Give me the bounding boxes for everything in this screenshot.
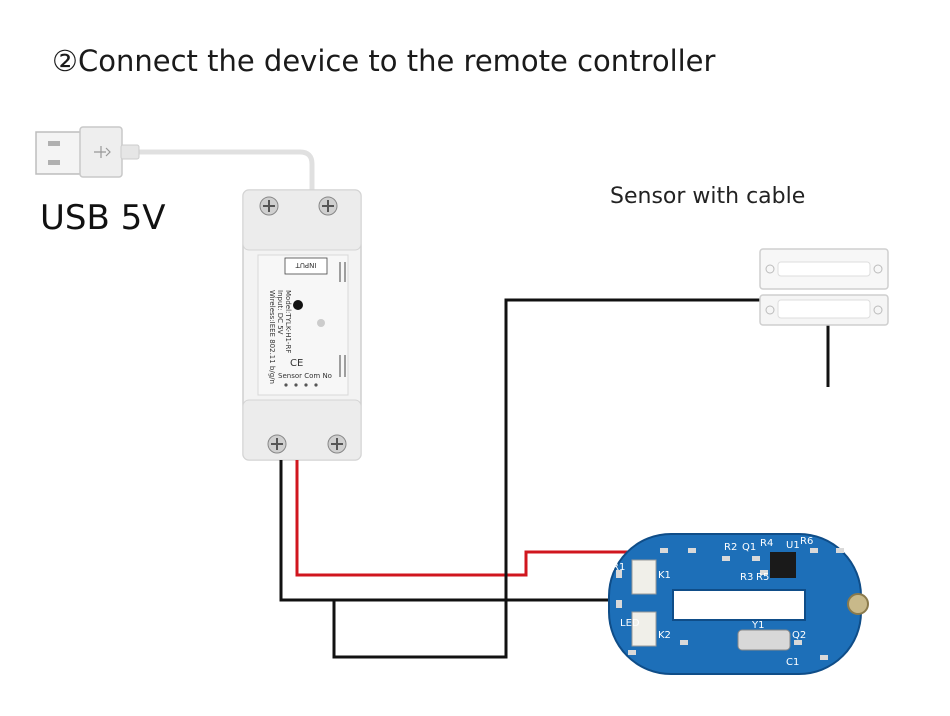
pcb-label-r1: R1 bbox=[612, 562, 625, 573]
pcb-label-r4: R4 bbox=[760, 538, 773, 549]
wifi-relay-device: INPUT Model:TYLK-H1-RF Input: DC 5V Wire… bbox=[242, 189, 362, 461]
model-line-1: Model:TYLK-H1-RF bbox=[284, 290, 292, 353]
pcb-label-k2: K2 bbox=[658, 630, 671, 641]
usb-5v-label: USB 5V bbox=[40, 198, 166, 238]
crystal-y1 bbox=[737, 629, 791, 651]
screw-icon bbox=[267, 434, 287, 454]
pcb-label-u1: U1 bbox=[786, 540, 800, 551]
pcb-label-k1: K1 bbox=[658, 570, 671, 581]
input-label: INPUT bbox=[295, 261, 317, 269]
status-led bbox=[317, 319, 325, 327]
model-line-3: Wireless:IEEE 802.11 b/g/n bbox=[268, 290, 276, 384]
black-wire-com bbox=[279, 460, 640, 602]
usb-cable bbox=[138, 149, 315, 195]
pairing-button[interactable] bbox=[293, 300, 303, 310]
black-wire-loop bbox=[332, 298, 760, 659]
battery-spring-icon bbox=[847, 593, 869, 615]
model-line-2: Input: DC 5V bbox=[276, 290, 284, 335]
button-k2[interactable] bbox=[631, 611, 657, 647]
button-k1[interactable] bbox=[631, 559, 657, 595]
pcb-label-y1: Y1 bbox=[751, 620, 764, 631]
terminal-holes bbox=[284, 383, 318, 387]
sensor-with-cable-label: Sensor with cable bbox=[610, 184, 806, 209]
page-title: ②Connect the device to the remote contro… bbox=[52, 44, 716, 78]
pcb-label-q2: Q2 bbox=[792, 630, 806, 641]
pcb-label-r5: R5 bbox=[756, 572, 769, 583]
pcb-label-r3: R3 bbox=[740, 572, 753, 583]
terminal-labels: Sensor Com No bbox=[278, 372, 332, 380]
screw-icon bbox=[327, 434, 347, 454]
pcb-label-led: LED bbox=[620, 618, 640, 629]
remote-controller-pcb: R2 Q1 R4 U1 R6 R1 K1 R3 R5 LED K2 Y1 Q2 … bbox=[608, 533, 869, 675]
screw-icon bbox=[259, 196, 279, 216]
pcb-label-r2: R2 bbox=[724, 542, 737, 553]
pcb-label-q1: Q1 bbox=[742, 542, 756, 553]
usb-symbol-icon bbox=[94, 146, 111, 158]
usb-plug bbox=[35, 126, 140, 178]
screw-icon bbox=[318, 196, 338, 216]
chip-u1 bbox=[770, 552, 796, 578]
pcb-label-r6: R6 bbox=[800, 536, 813, 547]
pcb-label-c1: C1 bbox=[786, 657, 799, 668]
ce-mark: CE bbox=[290, 358, 303, 369]
magnetic-door-sensor bbox=[759, 248, 889, 326]
red-wire bbox=[295, 460, 650, 577]
